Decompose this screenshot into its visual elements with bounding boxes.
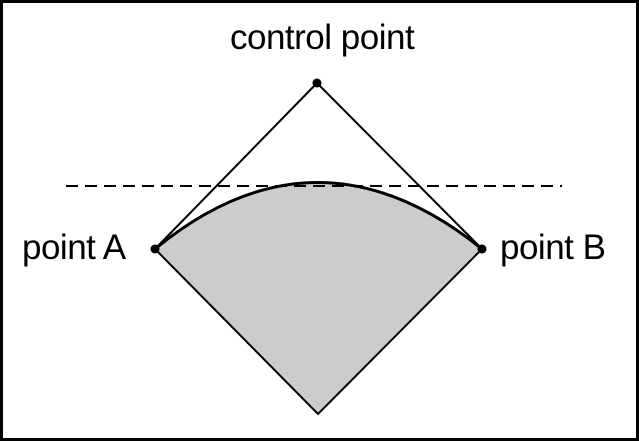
point-a-dot — [150, 244, 160, 254]
point-b-dot — [477, 244, 487, 254]
tangent-line-a — [154, 82, 318, 250]
tangent-line-b — [316, 82, 483, 250]
shaded-sector — [153, 181, 484, 416]
control-point-dot — [312, 78, 322, 88]
quadratic-curve — [154, 181, 483, 251]
point-a-label: point A — [22, 228, 126, 267]
point-b-label: point B — [500, 228, 606, 267]
control-point-label: control point — [230, 18, 415, 57]
